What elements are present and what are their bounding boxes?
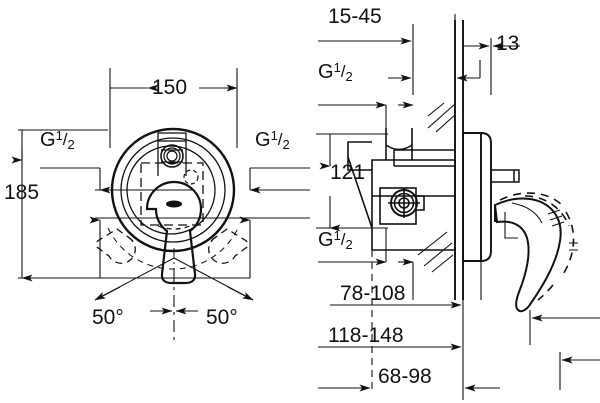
front-view-dimensions [11, 68, 310, 345]
dimension-label-78-108: 78-108 [340, 282, 406, 305]
dimension-label-15-45: 15-45 [328, 5, 382, 28]
dimension-label-185: 185 [4, 181, 40, 204]
dimension-label-121: 121 [330, 161, 366, 184]
dimension-label-150: 150 [152, 76, 188, 99]
side-view-dimensions [316, 14, 600, 400]
angle-label-left-50: 50° [92, 306, 124, 329]
dimension-label-68-98: 68-98 [378, 365, 432, 388]
angle-label-right-50: 50° [206, 306, 238, 329]
dimension-label-118-148: 118-148 [328, 324, 404, 347]
dimension-label-13: 13 [496, 32, 520, 55]
front-view-geometry [94, 127, 254, 301]
